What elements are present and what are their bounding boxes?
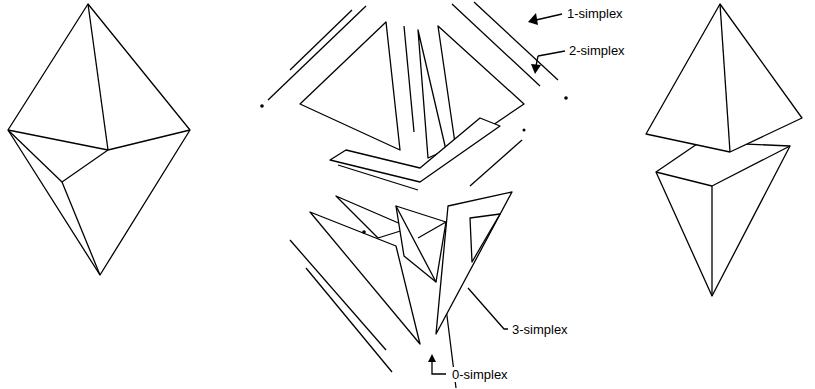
face-piece xyxy=(300,22,400,150)
edge xyxy=(720,4,730,152)
separated-tetrahedra xyxy=(646,4,802,296)
vertex-dot xyxy=(260,104,264,108)
solid-outline xyxy=(8,4,190,275)
lower-tetrahedron xyxy=(656,142,790,296)
edge-piece xyxy=(404,26,414,132)
face-piece xyxy=(330,118,500,182)
edge-piece xyxy=(290,10,352,70)
face-piece xyxy=(436,192,512,334)
edge xyxy=(88,4,108,150)
vertex-dot xyxy=(523,129,526,132)
vertex-dot xyxy=(564,96,568,100)
exploded-complex xyxy=(260,2,568,388)
edge xyxy=(62,150,108,182)
edge xyxy=(8,130,108,150)
edge xyxy=(656,172,712,186)
face-piece xyxy=(470,214,500,262)
edge xyxy=(62,182,100,275)
upper-tetrahedron xyxy=(646,4,802,152)
solid-piece xyxy=(396,206,446,282)
leader-lines xyxy=(428,13,565,374)
edge xyxy=(108,130,190,150)
callout-label: 3-simplex xyxy=(511,322,569,337)
leader-line xyxy=(536,56,538,66)
leader-line xyxy=(538,51,565,56)
leader-line xyxy=(468,288,508,329)
edge xyxy=(712,146,790,186)
edge xyxy=(396,206,436,282)
edge-piece xyxy=(470,140,522,186)
vertex-dot xyxy=(362,230,366,234)
arrowhead xyxy=(528,13,538,25)
edge-piece xyxy=(474,2,558,80)
arrowhead xyxy=(531,64,541,74)
edge xyxy=(418,222,446,238)
edge xyxy=(711,186,712,296)
edge xyxy=(8,130,62,182)
arrowhead xyxy=(428,354,436,362)
callout-label: 1-simplex xyxy=(566,6,624,21)
double-tetrahedron xyxy=(8,4,190,275)
leader-line xyxy=(432,362,446,374)
leader-line xyxy=(536,14,562,20)
callout-label: 2-simplex xyxy=(568,43,626,58)
callout-label: 0-simplex xyxy=(451,367,509,382)
